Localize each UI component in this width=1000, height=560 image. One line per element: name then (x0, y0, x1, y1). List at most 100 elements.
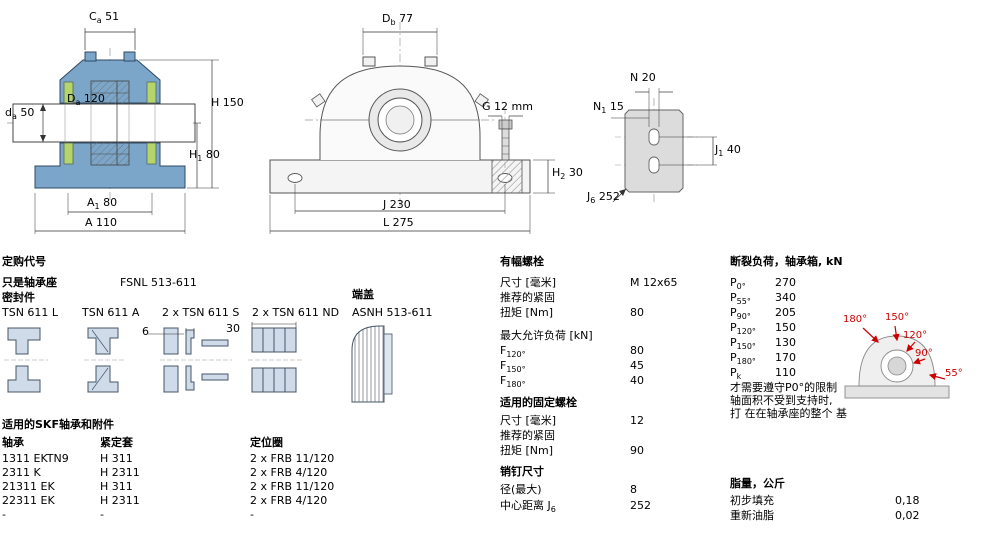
load-row-label: F120° (500, 344, 526, 360)
bearing-section (90, 80, 130, 166)
col-header-bearing: 轴承 (2, 436, 24, 449)
size-value: 12 (630, 414, 644, 427)
table-cell: 2 x FRB 11/120 (250, 452, 335, 465)
housing-designation: FSNL 513-611 (120, 276, 197, 289)
angle-label: 120° (903, 330, 928, 341)
dimension-lines (611, 88, 717, 203)
p-row-value: 110 (775, 366, 796, 379)
grease-row-label: 重新油脂 (730, 509, 774, 522)
load-row-label: F150° (500, 359, 526, 375)
load-row-value: 40 (630, 374, 644, 387)
angle-label: 90° (915, 348, 933, 359)
end-cover-designation: ASNH 513-611 (352, 306, 433, 319)
table-cell: - (250, 508, 254, 521)
seal-glyph-tsn-s (148, 327, 232, 393)
p-row-label: P0° (730, 276, 746, 292)
angle-arrows (862, 325, 946, 381)
dim-Db: Db 77 (382, 12, 414, 28)
cross-section-svg (7, 28, 219, 234)
load-angle-diagram: 180° 150° 120° 90° 55° (833, 302, 998, 410)
p-row-value: 130 (775, 336, 796, 349)
size-label: 尺寸 [毫米] (500, 414, 557, 427)
fixing-bolts-title: 适用的固定螺栓 (500, 396, 577, 409)
angle-label: 55° (945, 368, 963, 379)
angle-label: 150° (885, 312, 910, 323)
dim-A: A 110 (85, 216, 118, 229)
seal-glyph-tsn-a (84, 327, 126, 393)
torque-value: 90 (630, 444, 644, 457)
dim-J1: J1 40 (715, 143, 741, 159)
seal-option: TSN 611 L (2, 306, 59, 319)
drawing-top-view: N 20 N1 15 J1 40 J6 252 (585, 48, 755, 228)
bearings-table-title: 适用的SKF轴承和附件 (2, 418, 114, 431)
dim-H2: H2 30 (552, 166, 583, 182)
housing-outline (269, 56, 531, 194)
p-row-value: 150 (775, 321, 796, 334)
breaking-load-note: 打 在在轴承座的整个 基 (730, 407, 847, 420)
table-cell: 2 x FRB 4/120 (250, 466, 328, 479)
top-view-svg (611, 88, 717, 204)
grease-bolt-section (491, 108, 523, 194)
table-cell: H 311 (100, 480, 133, 493)
dim-N1: N1 15 (593, 100, 624, 116)
seal-option: 2 x TSN 611 S (162, 306, 240, 319)
dim-N: N 20 (630, 71, 656, 84)
load-row-value: 45 (630, 359, 644, 372)
p-row-label: P55° (730, 291, 751, 307)
col-header-ring: 定位圈 (250, 436, 283, 449)
ordering-title: 定购代号 (2, 255, 46, 268)
dimension-lines (269, 28, 555, 234)
tightening-label: 推荐的紧固 (500, 429, 555, 442)
breaking-load-note: 才需要遵守P0°的限制 (730, 381, 838, 394)
dim-J: J 230 (383, 198, 411, 211)
table-cell: 2311 K (2, 466, 41, 479)
table-cell: 2 x FRB 4/120 (250, 494, 328, 507)
size-value: M 12x65 (630, 276, 678, 289)
table-cell: H 311 (100, 452, 133, 465)
p-row-value: 205 (775, 306, 796, 319)
p-row-value: 170 (775, 351, 796, 364)
torque-label: 扭矩 [Nm] (500, 444, 554, 457)
drawing-cross-section: Ca 51 da 50 Da 120 H 150 H1 80 A1 80 A 1… (5, 8, 250, 243)
size-label: 尺寸 [毫米] (500, 276, 557, 289)
grease-title: 脂量，公斤 (730, 477, 785, 490)
pin-cc-label: 中心距离 J6 (500, 499, 556, 515)
table-cell: H 2311 (100, 494, 140, 507)
seal-glyph-tsn-l (4, 327, 48, 393)
seal-glyphs-svg (4, 322, 393, 403)
grease-row-value: 0,02 (895, 509, 920, 522)
table-cell: - (2, 508, 6, 521)
seal-dim-s: 6 (142, 325, 149, 338)
breaking-load-title: 断裂负荷，轴承箱, kN (730, 255, 843, 268)
col-header-sleeve: 紧定套 (100, 436, 133, 449)
shaft (12, 103, 196, 143)
housing-only-label: 只是轴承座 (2, 276, 57, 289)
dim-Da: Da 120 (67, 92, 105, 108)
dim-G: G 12 mm (482, 100, 533, 113)
seal-glyph-row: 6 30 (2, 320, 402, 408)
seals-label: 密封件 (2, 291, 35, 304)
p-row-label: Pk (730, 366, 742, 382)
seal-dim-nd: 30 (226, 322, 240, 335)
end-cover-label: 端盖 (352, 288, 374, 301)
dim-H1: H1 80 (189, 148, 220, 164)
torque-label: 扭矩 [Nm] (500, 306, 554, 319)
table-cell: - (100, 508, 104, 521)
pin-dia-label: 径(最大) (500, 483, 542, 496)
grease-row-label: 初步填充 (730, 494, 774, 507)
dim-H: H 150 (211, 96, 244, 109)
angle-diagram-svg (844, 325, 950, 399)
base-plate (624, 109, 684, 193)
pin-dia-value: 8 (630, 483, 637, 496)
load-row-value: 80 (630, 344, 644, 357)
max-load-label: 最大允许负荷 [kN] (500, 329, 593, 342)
table-cell: 22311 EK (2, 494, 55, 507)
end-cover-glyph (351, 325, 393, 403)
grease-row-value: 0,18 (895, 494, 920, 507)
p-row-label: P150° (730, 336, 756, 352)
p-row-value: 340 (775, 291, 796, 304)
dim-A1: A1 80 (87, 196, 118, 212)
load-row-label: F180° (500, 374, 526, 390)
dim-J6: J6 252 (587, 190, 620, 206)
